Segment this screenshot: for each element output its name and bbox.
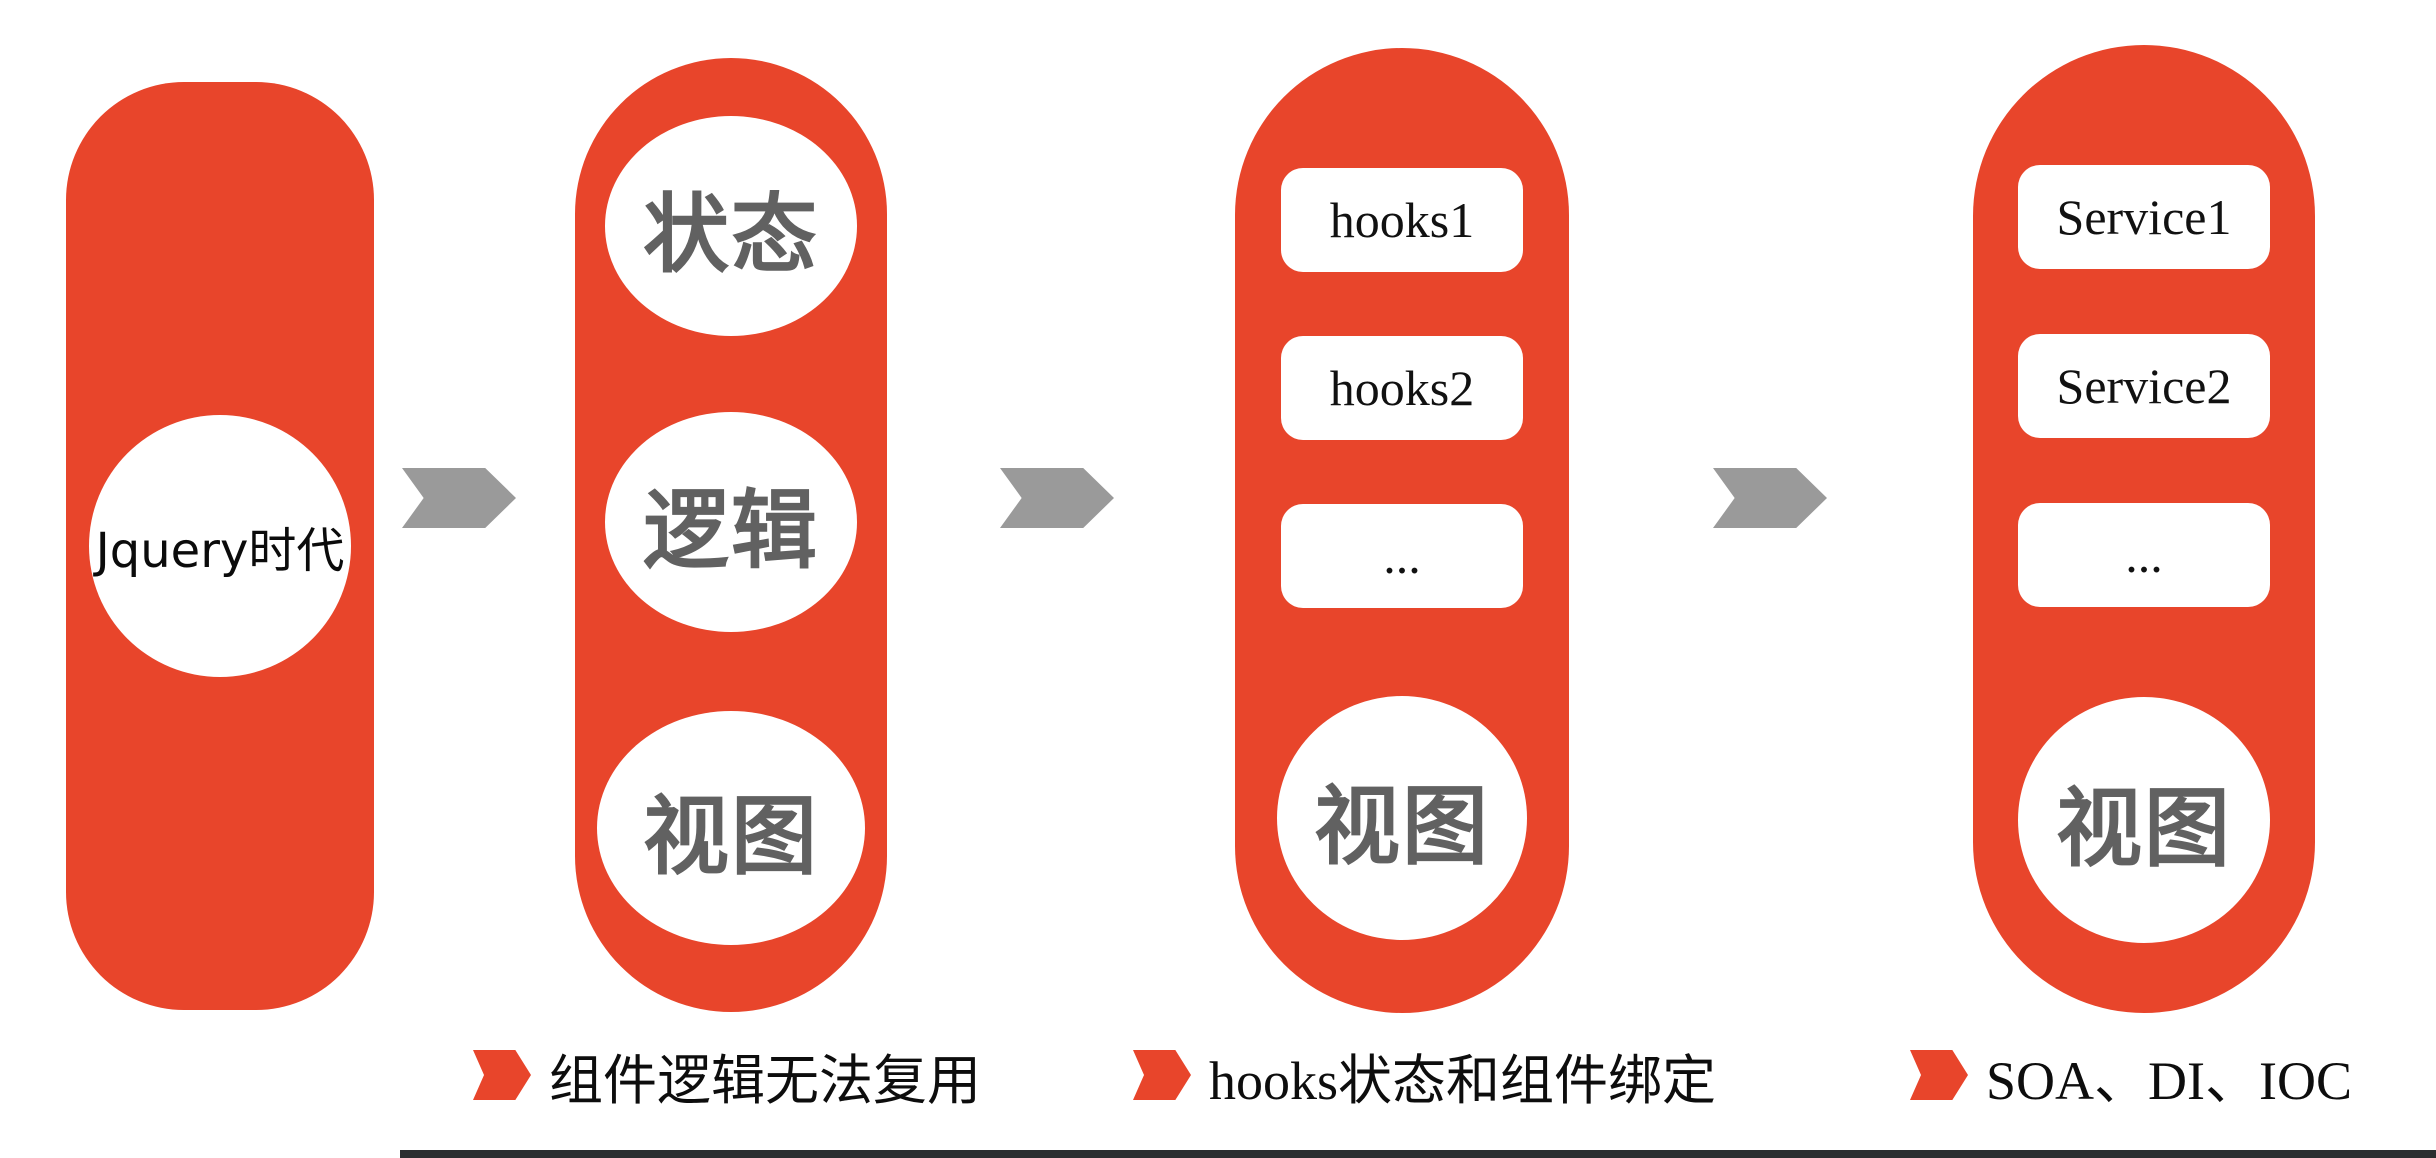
view-circle: 视图 xyxy=(1277,696,1527,940)
pill-hooks-era: hooks1 hooks2 ... 视图 xyxy=(1235,48,1569,1013)
chevron-marker-icon xyxy=(1910,1050,1968,1100)
logic-label: 逻辑 xyxy=(643,480,819,581)
view-circle: 视图 xyxy=(597,711,865,945)
chevron-marker-icon xyxy=(473,1050,531,1100)
service-more-box: ... xyxy=(2018,503,2270,607)
caption-service-era: SOA、DI、IOC xyxy=(1910,1044,2352,1111)
caption-service-era-text: SOA、DI、IOC xyxy=(1986,1050,2353,1111)
view-label: 视图 xyxy=(2056,778,2232,879)
caption-component-era-text: 组件逻辑无法复用 xyxy=(549,1050,981,1111)
hooks1-box: hooks1 xyxy=(1281,168,1523,272)
caption-hooks-era-text: hooks状态和组件绑定 xyxy=(1209,1050,1717,1111)
service2-label: Service2 xyxy=(2056,358,2232,414)
service1-box: Service1 xyxy=(2018,165,2270,269)
view-circle: 视图 xyxy=(2018,697,2270,943)
flow-arrow-icon xyxy=(1000,468,1114,528)
state-label: 状态 xyxy=(643,184,819,285)
pill-jquery-era: Jquery时代 xyxy=(66,82,374,1010)
hooks-more-label: ... xyxy=(1383,528,1421,584)
flow-arrow-icon xyxy=(1713,468,1827,528)
jquery-era-label: Jquery时代 xyxy=(95,523,345,579)
jquery-era-circle: Jquery时代 xyxy=(89,415,351,677)
service1-label: Service1 xyxy=(2056,189,2232,245)
state-circle: 状态 xyxy=(605,116,857,336)
logic-circle: 逻辑 xyxy=(605,412,857,632)
chevron-marker-icon xyxy=(1133,1050,1191,1100)
flow-arrow-icon xyxy=(402,468,516,528)
hooks-more-box: ... xyxy=(1281,504,1523,608)
view-label: 视图 xyxy=(643,786,819,887)
caption-component-era: 组件逻辑无法复用 xyxy=(473,1044,981,1111)
bottom-divider-line xyxy=(400,1150,2436,1158)
hooks2-label: hooks2 xyxy=(1329,360,1475,416)
pill-service-era: Service1 Service2 ... 视图 xyxy=(1973,45,2315,1013)
view-label: 视图 xyxy=(1314,776,1490,877)
caption-hooks-era: hooks状态和组件绑定 xyxy=(1133,1044,1716,1111)
hooks2-box: hooks2 xyxy=(1281,336,1523,440)
hooks1-label: hooks1 xyxy=(1329,192,1475,248)
service-more-label: ... xyxy=(2125,527,2163,583)
service2-box: Service2 xyxy=(2018,334,2270,438)
pill-component-era: 状态 逻辑 视图 xyxy=(575,58,887,1012)
